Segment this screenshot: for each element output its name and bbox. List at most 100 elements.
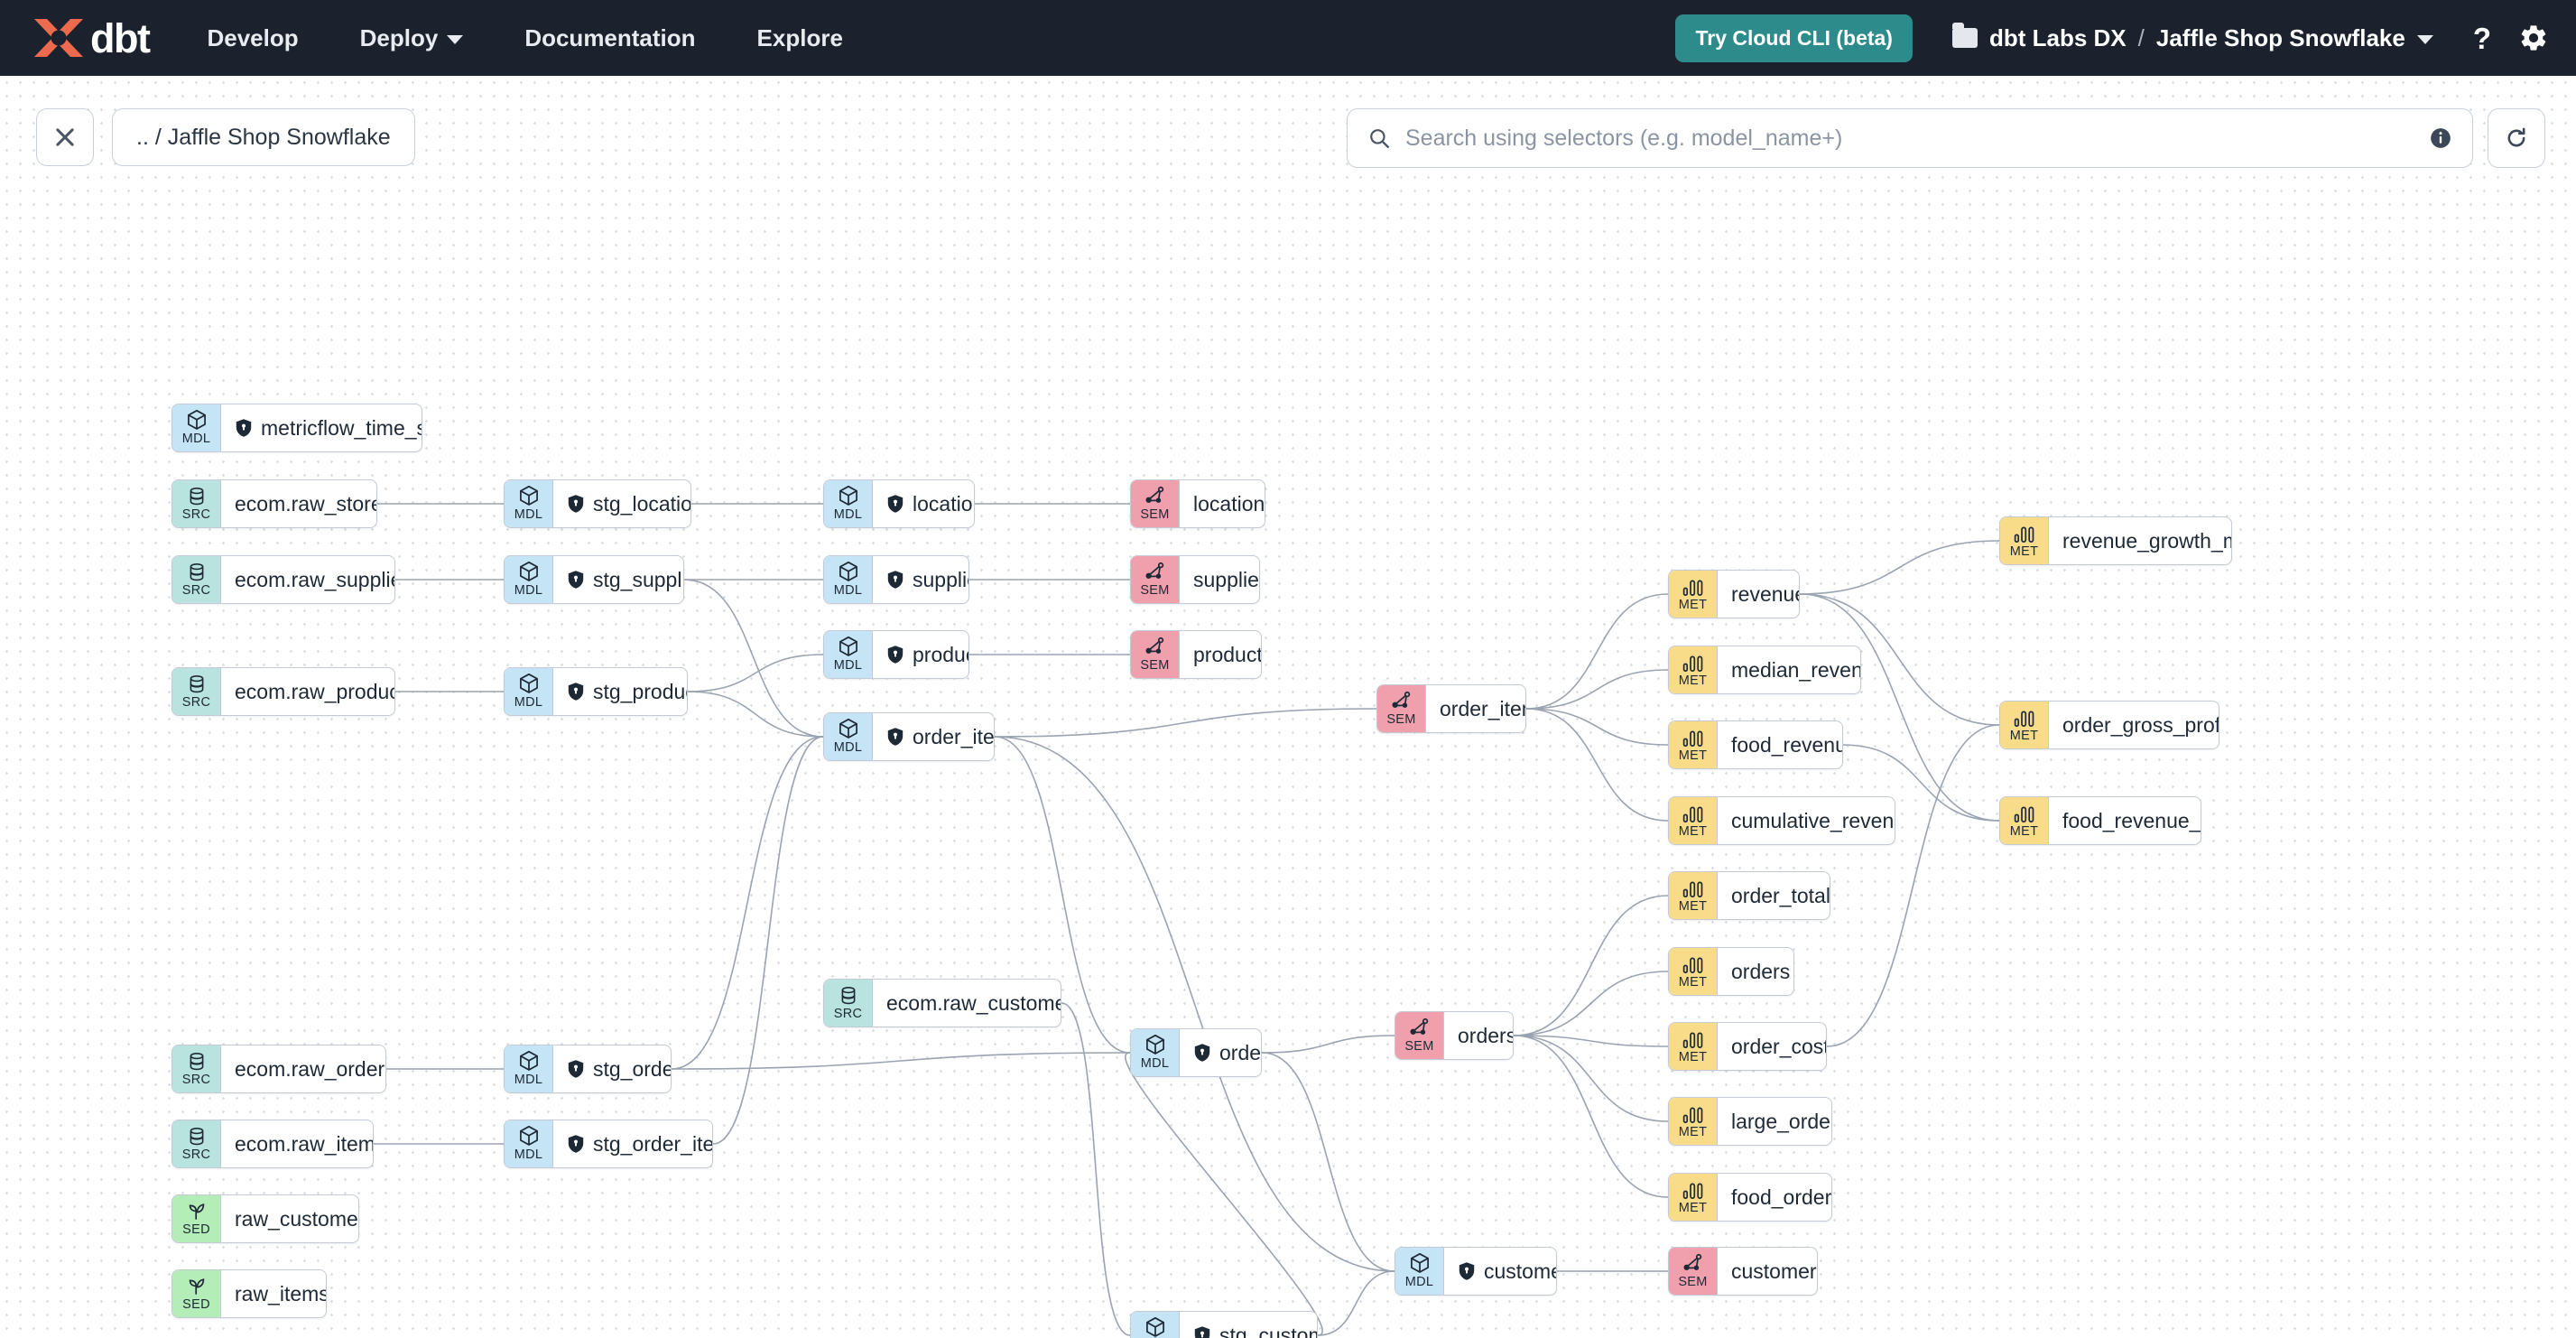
node-body: stg_supplies <box>553 556 683 603</box>
info-icon[interactable] <box>2429 126 2452 150</box>
graph-node-mdl_supplies[interactable]: MDL supplies <box>823 555 969 604</box>
search-input[interactable] <box>1405 125 2414 152</box>
graph-node-stg_locations[interactable]: MDL stg_locations <box>504 479 691 528</box>
node-label: food_orders <box>1731 1185 1832 1209</box>
gear-icon[interactable] <box>2518 23 2549 53</box>
help-icon[interactable]: ? <box>2472 21 2491 55</box>
node-body: ecom.raw_supplies <box>221 556 394 603</box>
node-type-badge-sed: SED <box>172 1270 221 1317</box>
graph-node-metricflow_time_spine[interactable]: MDL metricflow_time_spine <box>171 404 422 452</box>
lineage-edge <box>1525 708 1669 746</box>
project-breadcrumb[interactable]: dbt Labs DX / Jaffle Shop Snowflake <box>1951 23 2433 52</box>
lineage-edge <box>671 1052 1131 1070</box>
graph-node-mdl_orders[interactable]: MDL orders <box>1130 1028 1262 1077</box>
shield-icon <box>567 494 585 514</box>
graph-node-met_food_orders[interactable]: MET food_orders <box>1668 1173 1832 1222</box>
network-icon <box>1390 691 1413 712</box>
graph-node-mdl_order_items[interactable]: MDL order_items <box>823 712 995 761</box>
graph-node-mdl_customers[interactable]: MDL customers <box>1395 1247 1557 1296</box>
lineage-edge <box>1317 1270 1395 1336</box>
node-body: food_orders <box>1718 1174 1832 1221</box>
node-type-badge-met: MET <box>1669 721 1718 768</box>
node-body: stg_orders <box>553 1045 671 1092</box>
node-label: supplies <box>1193 567 1259 591</box>
breadcrumb[interactable]: .. / Jaffle Shop Snowflake <box>112 108 415 166</box>
node-body: cumulative_revenue <box>1718 797 1895 844</box>
cube-icon <box>1144 1316 1167 1338</box>
node-type-badge-met: MET <box>1669 1174 1718 1221</box>
node-label: ecom.raw_stores <box>235 491 377 516</box>
shield-icon <box>886 645 904 664</box>
nav-link-documentation[interactable]: Documentation <box>521 17 699 60</box>
graph-node-stg_customers[interactable]: MDL stg_customers <box>1130 1311 1318 1338</box>
lineage-graph-canvas[interactable]: MDL metricflow_time_spine SRCecom.raw_st… <box>0 76 2576 1338</box>
node-label: revenue_growth_mom <box>2062 528 2231 553</box>
graph-node-stg_supplies[interactable]: MDL stg_supplies <box>504 555 684 604</box>
graph-node-mdl_products[interactable]: MDL products <box>823 630 969 679</box>
node-type-label: SED <box>182 1222 210 1237</box>
node-type-label: MET <box>1678 1125 1708 1139</box>
graph-node-stg_order_items[interactable]: MDL stg_order_items <box>504 1120 713 1168</box>
nav-link-develop[interactable]: Develop <box>203 17 301 60</box>
try-cloud-cli-button[interactable]: Try Cloud CLI (beta) <box>1675 14 1913 62</box>
node-label: stg_customers <box>1219 1323 1317 1338</box>
shield-icon <box>886 570 904 590</box>
chevron-down-icon[interactable] <box>2416 35 2433 44</box>
search-icon <box>1370 129 1389 148</box>
search-bar[interactable] <box>1347 108 2473 168</box>
node-type-badge-mdl: MDL <box>1131 1029 1180 1076</box>
project-name[interactable]: Jaffle Shop Snowflake <box>2155 23 2405 51</box>
node-label: stg_supplies <box>593 567 683 591</box>
node-label: stg_locations <box>593 491 691 516</box>
cube-icon <box>517 485 541 507</box>
refresh-button[interactable] <box>2488 108 2545 168</box>
node-body: stg_products <box>553 668 687 715</box>
database-icon <box>838 985 859 1007</box>
nav-link-explore[interactable]: Explore <box>754 17 847 60</box>
node-type-badge-src: SRC <box>172 556 221 603</box>
graph-node-sem_products[interactable]: SEMproducts <box>1130 630 1262 679</box>
lineage-edge <box>687 691 824 738</box>
close-button[interactable] <box>36 108 94 166</box>
graph-node-sem_supplies[interactable]: SEMsupplies <box>1130 555 1260 604</box>
graph-node-stg_orders[interactable]: MDL stg_orders <box>504 1045 672 1093</box>
lineage-edge <box>1525 708 1669 822</box>
refresh-icon <box>2507 127 2525 147</box>
nav-link-explore-label: Explore <box>756 23 843 51</box>
lineage-edge <box>712 736 824 1145</box>
node-type-label: MET <box>2009 824 2039 839</box>
node-label: revenue <box>1731 581 1800 606</box>
node-type-label: MDL <box>514 583 543 598</box>
dbt-logo[interactable]: dbt <box>31 15 151 60</box>
shield-icon <box>1193 1043 1211 1063</box>
node-body: orders <box>1180 1029 1261 1076</box>
node-body: order_total <box>1718 872 1830 919</box>
graph-node-sem_locations[interactable]: SEMlocations <box>1130 479 1265 528</box>
node-label: ecom.raw_orders <box>235 1056 386 1081</box>
graph-node-stg_products[interactable]: MDL stg_products <box>504 667 688 716</box>
graph-node-mdl_locations[interactable]: MDL locations <box>823 479 975 528</box>
nav-link-deploy[interactable]: Deploy <box>357 17 468 60</box>
